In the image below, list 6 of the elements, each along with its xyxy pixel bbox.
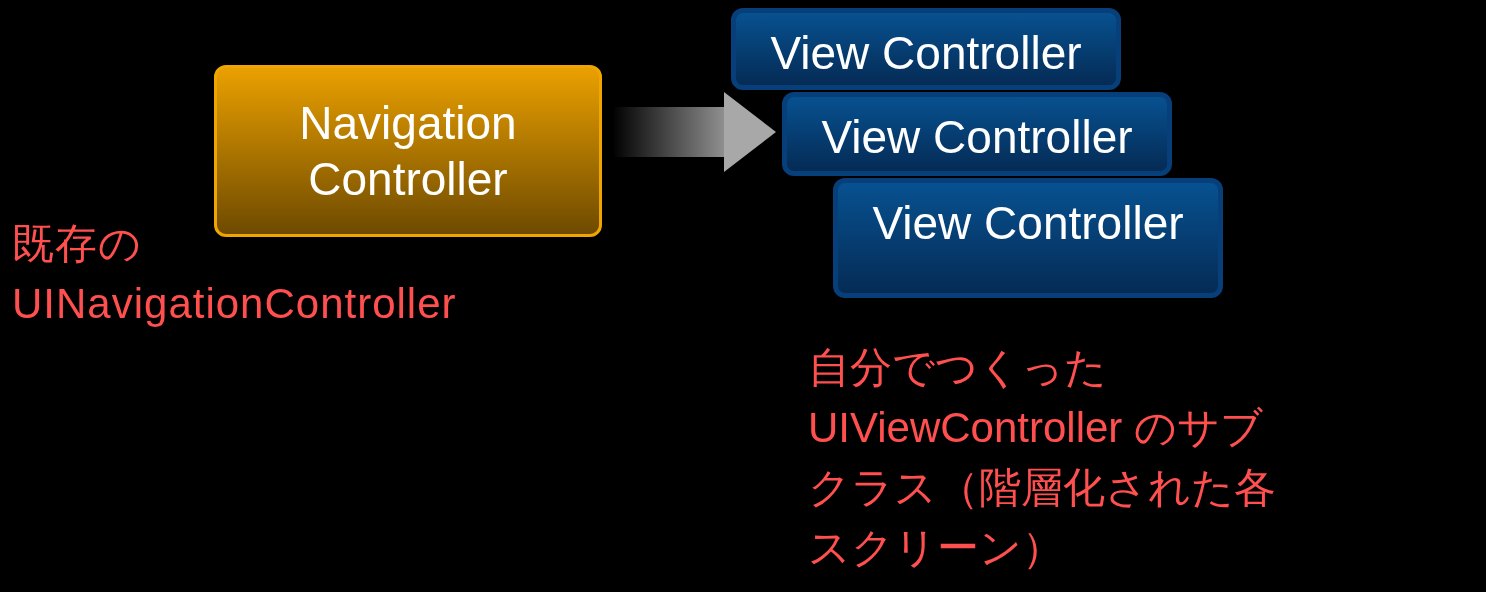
caption: 自分でつくったUIViewController のサブクラス（階層化された各スクリーン）: [808, 343, 1277, 573]
view-controller-box: View Controller: [833, 178, 1223, 298]
arrow: [614, 92, 776, 172]
view-controller-box: View Controller: [731, 8, 1121, 90]
view-controller-box: View Controller: [782, 92, 1172, 176]
controller-box: Navigation Controller: [214, 65, 602, 237]
